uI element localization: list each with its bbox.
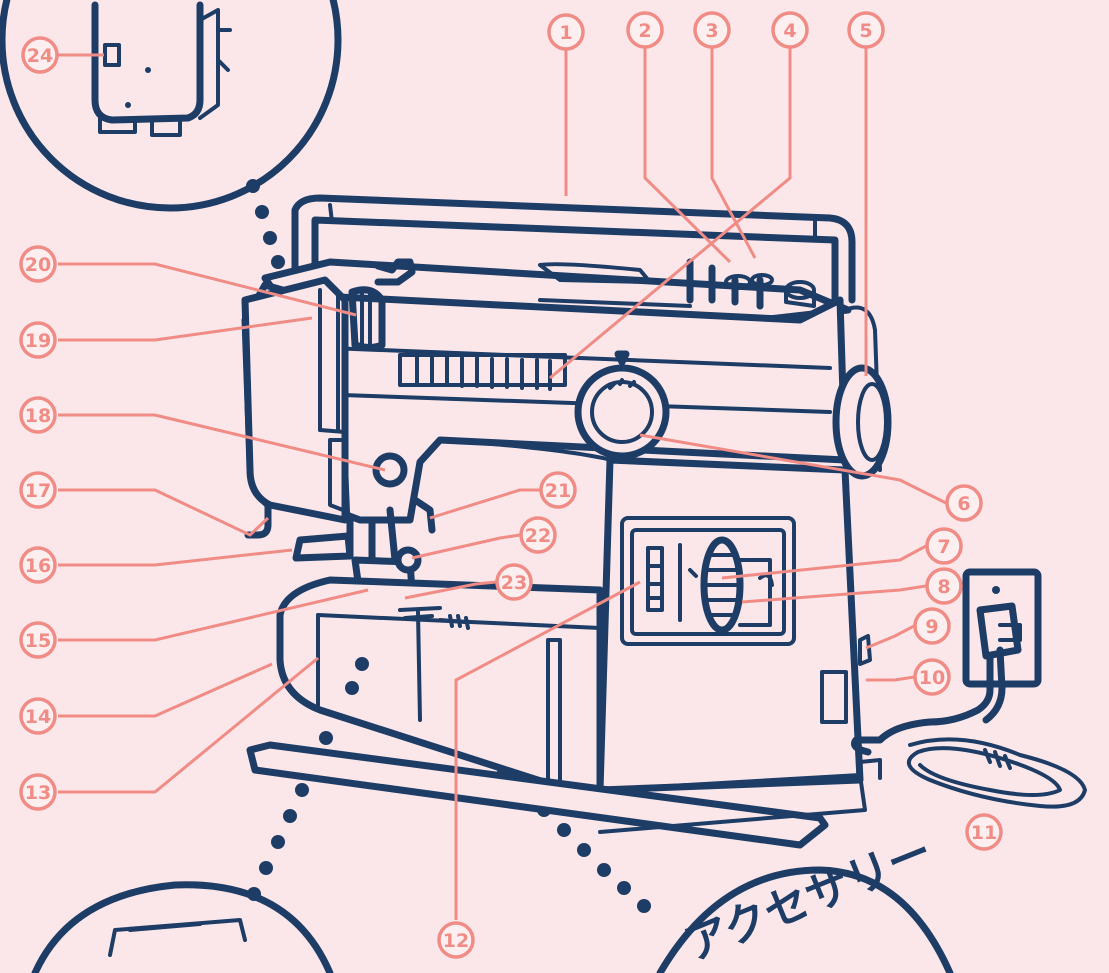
callout-17: 17	[21, 473, 55, 507]
callout-1: 1	[549, 15, 583, 49]
callout-21: 21	[541, 473, 575, 507]
callout-9: 9	[915, 609, 949, 643]
callout-8: 8	[927, 569, 961, 603]
accessory-inset: アクセサリー	[660, 826, 950, 973]
callout-label-4: 4	[783, 20, 796, 42]
callout-label-17: 17	[25, 480, 51, 502]
callout-label-12: 12	[443, 930, 469, 952]
callout-label-14: 14	[25, 706, 51, 728]
callout-10: 10	[915, 660, 949, 694]
callout-label-18: 18	[25, 405, 51, 427]
handwheel	[836, 368, 888, 476]
callout-label-8: 8	[937, 576, 950, 598]
callout-13: 13	[21, 775, 55, 809]
callout-11: 11	[967, 815, 1001, 849]
callout-label-21: 21	[545, 480, 571, 502]
callout-label-7: 7	[937, 536, 950, 558]
callout-label-13: 13	[25, 782, 51, 804]
callout-label-6: 6	[957, 493, 970, 515]
sewing-machine	[245, 198, 1085, 845]
callout-label-11: 11	[971, 822, 997, 844]
callout-20: 20	[21, 247, 55, 281]
callout-label-10: 10	[919, 667, 945, 689]
callout-19: 19	[21, 323, 55, 357]
callout-label-20: 20	[25, 254, 51, 276]
callout-14: 14	[21, 699, 55, 733]
callout-label-23: 23	[501, 572, 527, 594]
callout-label-3: 3	[705, 20, 718, 42]
callout-12: 12	[439, 923, 473, 957]
callout-24: 24	[23, 38, 57, 72]
free-arm-inset	[35, 885, 330, 973]
callout-6: 6	[947, 486, 981, 520]
callout-2: 2	[628, 13, 662, 47]
callout-label-16: 16	[25, 555, 51, 577]
callout-label-24: 24	[27, 45, 53, 67]
callout-23: 23	[497, 565, 531, 599]
callout-3: 3	[695, 13, 729, 47]
callout-15: 15	[21, 623, 55, 657]
callout-label-1: 1	[559, 22, 572, 44]
callout-label-2: 2	[638, 20, 651, 42]
callout-label-15: 15	[25, 630, 51, 652]
callout-5: 5	[849, 13, 883, 47]
callout-7: 7	[927, 529, 961, 563]
callout-18: 18	[21, 398, 55, 432]
rear-view-inset	[2, 0, 338, 208]
callout-label-19: 19	[25, 330, 51, 352]
callout-22: 22	[521, 518, 555, 552]
callout-16: 16	[21, 548, 55, 582]
callout-label-5: 5	[859, 20, 872, 42]
callout-label-22: 22	[525, 525, 551, 547]
callout-4: 4	[773, 13, 807, 47]
callout-label-9: 9	[925, 616, 938, 638]
